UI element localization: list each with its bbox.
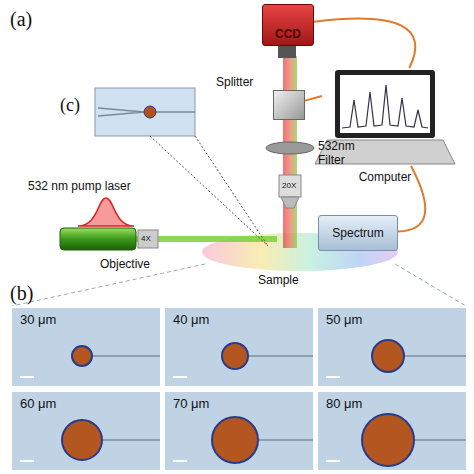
fiber-line xyxy=(404,355,466,357)
cable-line xyxy=(398,166,425,232)
ccd-camera: CCD xyxy=(262,4,314,46)
objective-label: Objective xyxy=(100,258,150,272)
laptop-screen xyxy=(335,70,435,138)
cable-line xyxy=(305,96,322,101)
fiber-line xyxy=(102,439,160,441)
scale-bars xyxy=(20,376,340,462)
size-label: 50 μm xyxy=(326,312,362,327)
inset-leader xyxy=(150,136,268,246)
spectrum-plot xyxy=(342,85,428,128)
microsphere xyxy=(362,414,414,466)
microscope-tile: 40 μm xyxy=(165,308,313,386)
sample-label: Sample xyxy=(258,274,299,288)
microscope-tile: 60 μm xyxy=(12,392,160,470)
microsphere xyxy=(222,343,248,369)
device-label: Computer xyxy=(315,170,455,184)
microscope-tile: 30 μm xyxy=(12,308,160,386)
gaussian-pulse xyxy=(78,198,134,226)
microsphere xyxy=(372,340,404,372)
fiber-line xyxy=(414,439,466,441)
panel-b-backdrop xyxy=(10,306,468,472)
fiber-line xyxy=(248,355,313,357)
laser-label: 532 nm pump laser xyxy=(28,180,131,194)
microsphere xyxy=(212,417,258,463)
size-label: 30 μm xyxy=(20,312,56,327)
scale-bar xyxy=(20,376,34,378)
pump-laser xyxy=(60,228,136,250)
device-label: Splitter xyxy=(216,75,253,89)
objective-4x xyxy=(138,230,158,248)
inset-c xyxy=(95,88,195,136)
ccd-lens xyxy=(278,46,296,58)
microscope-tile: 70 μm xyxy=(165,392,313,470)
size-label: 70 μm xyxy=(173,396,209,411)
spectrometer: Spectrum xyxy=(318,215,398,251)
microsphere xyxy=(72,346,92,366)
panel-label: (b) xyxy=(10,282,33,305)
computer-laptop: Computer xyxy=(315,68,455,166)
scale-bar xyxy=(326,376,340,378)
objective-tip xyxy=(281,197,299,208)
device-label: Spectrum xyxy=(332,226,383,240)
size-label: 40 μm xyxy=(173,312,209,327)
inset-microsphere xyxy=(144,106,156,118)
panel-label: (a) xyxy=(10,8,32,31)
cable-line xyxy=(314,19,415,68)
size-label: 60 μm xyxy=(20,396,56,411)
zoom-leader xyxy=(12,264,466,306)
scale-bar xyxy=(326,460,340,462)
device-label: CCD xyxy=(275,27,301,41)
microscope-tile: 80 μm xyxy=(318,392,466,470)
scale-bar xyxy=(173,376,187,378)
objective-20x xyxy=(279,175,301,197)
fiber-line xyxy=(92,355,160,357)
microsphere xyxy=(62,420,102,460)
panel-label: (c) xyxy=(60,95,80,116)
scale-bar xyxy=(173,460,187,462)
laptop-base xyxy=(315,140,455,164)
scale-bar xyxy=(20,460,34,462)
fiber-line xyxy=(258,439,313,441)
microscope-tile: 50 μm xyxy=(318,308,466,386)
beam-splitter: Splitter xyxy=(273,90,305,120)
microspheres xyxy=(62,340,414,466)
filter-disk xyxy=(266,142,314,154)
laptop-display xyxy=(340,75,430,133)
size-label: 80 μm xyxy=(326,396,362,411)
fiber-lines xyxy=(92,356,466,440)
